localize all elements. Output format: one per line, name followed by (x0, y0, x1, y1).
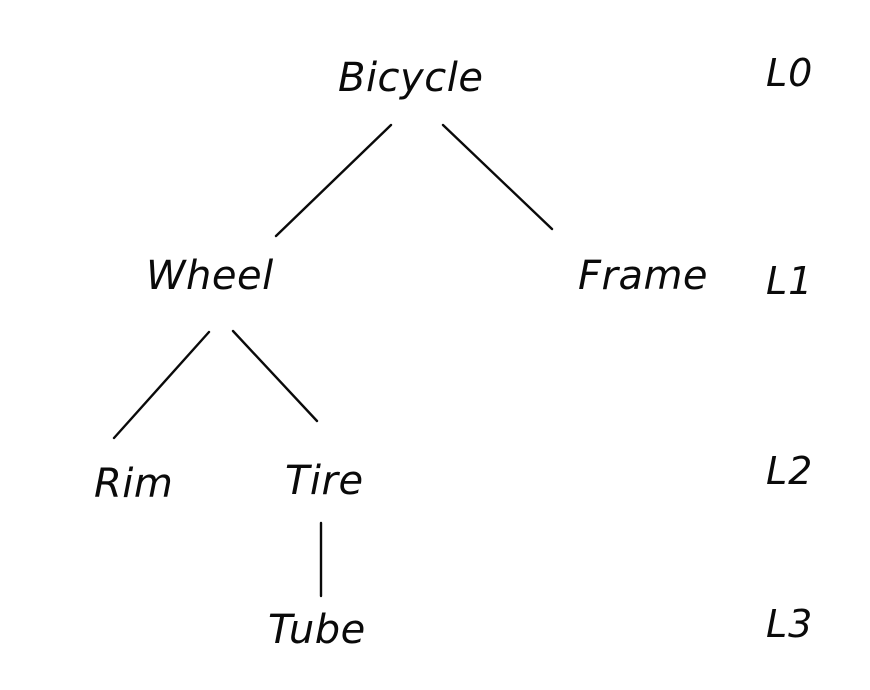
node-wheel: Wheel (146, 253, 274, 299)
edge-wheel-tire (231, 329, 319, 423)
node-frame: Frame (578, 253, 709, 299)
edge-bicycle-wheel (274, 123, 393, 238)
level-label-l1: L1 (766, 259, 814, 303)
level-label-l0: L0 (766, 51, 814, 95)
node-tire: Tire (285, 458, 364, 504)
edge-wheel-rim (112, 330, 211, 440)
node-tube: Tube (268, 607, 366, 653)
level-label-l3: L3 (766, 602, 814, 646)
node-bicycle: Bicycle (338, 55, 484, 101)
node-rim: Rim (94, 461, 174, 507)
level-label-l2: L2 (766, 449, 814, 493)
edge-bicycle-frame (441, 123, 554, 231)
